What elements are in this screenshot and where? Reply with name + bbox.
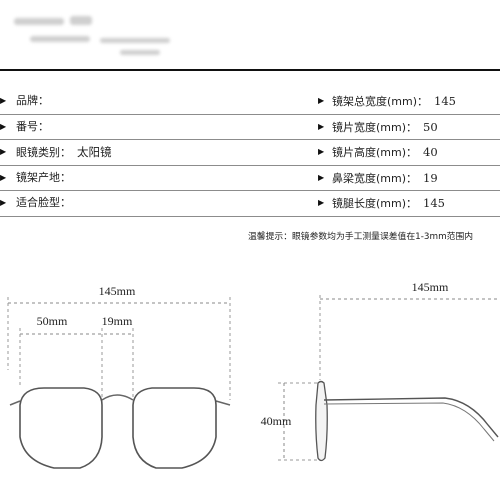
spec-value: 40 — [423, 145, 438, 159]
spec-value: 太阳镜 — [77, 145, 112, 159]
spec-row: ▶ 适合脸型： ▶ 镜腿长度(mm)： 145 — [0, 191, 500, 217]
blurred-header-text — [10, 8, 190, 58]
spec-table: ▶ 品牌： ▶ 镜架总宽度(mm)： 145 ▶ 番号： ▶ 镜片宽度(mm)： 50 ▶ 眼… — [0, 89, 500, 217]
arrow-icon: ▶ — [0, 147, 7, 156]
spec-label: 镜架产地： — [16, 170, 71, 184]
arrow-icon: ▶ — [318, 96, 325, 105]
bridge — [101, 394, 134, 401]
temple-arm-lower — [323, 402, 495, 442]
spec-row: ▶ 眼镜类别： 太阳镜 ▶ 镜片高度(mm)： 40 — [0, 140, 500, 166]
spec-label: 镜腿长度(mm)： — [332, 197, 418, 210]
spec-value: 50 — [423, 119, 438, 134]
arrow-icon: ▶ — [318, 121, 325, 131]
spec-left-cell: ▶ 眼镜类别： 太阳镜 — [0, 140, 112, 164]
front-view: 145mm 50mm 19mm — [7, 284, 231, 469]
spec-row: ▶ 镜架产地： ▶ 鼻梁宽度(mm)： 19 — [0, 166, 500, 191]
spec-right-cell: ▶ 镜片宽度(mm)： 50 — [318, 115, 438, 139]
spec-left-cell: ▶ 番号： — [0, 115, 55, 139]
spec-label: 番号： — [16, 119, 49, 133]
spec-left-cell: ▶ 品牌： — [0, 89, 55, 113]
bridge-width-label: 19mm — [102, 314, 133, 328]
spec-right-cell: ▶ 镜片高度(mm)： 40 — [318, 140, 438, 164]
left-lens — [19, 387, 103, 469]
spec-row: ▶ 品牌： ▶ 镜架总宽度(mm)： 145 — [0, 89, 500, 115]
arrow-icon: ▶ — [0, 172, 7, 182]
spec-label: 镜片宽度(mm)： — [332, 120, 418, 134]
spec-left-cell: ▶ 镜架产地： — [0, 166, 77, 190]
lens-width-label: 50mm — [37, 314, 68, 328]
spec-right-cell: ▶ 镜腿长度(mm)： 145 — [318, 191, 445, 215]
spec-value: 19 — [423, 170, 438, 185]
measurement-note: 温馨提示：眼镜参数均为手工测量误差值在1-3mm范围内 — [248, 232, 474, 242]
spec-label: 镜架总宽度(mm)： — [332, 95, 429, 108]
arrow-icon: ▶ — [318, 147, 325, 156]
temple-arm-upper — [323, 397, 499, 438]
arrow-icon: ▶ — [0, 198, 7, 207]
right-lens — [132, 387, 217, 469]
header-divider — [0, 69, 500, 71]
spec-label: 鼻梁宽度(mm)： — [332, 171, 418, 185]
side-view: 145mm 40mm — [261, 280, 500, 462]
spec-value: 145 — [423, 196, 445, 210]
spec-right-cell: ▶ 镜架总宽度(mm)： 145 — [318, 89, 456, 113]
arrow-icon: ▶ — [0, 96, 7, 105]
spec-row: ▶ 番号： ▶ 镜片宽度(mm)： 50 — [0, 115, 500, 140]
glasses-dimension-diagram: 145mm 50mm 19mm 145mm 40mm — [7, 280, 500, 469]
spec-right-cell: ▶ 鼻梁宽度(mm)： 19 — [318, 166, 438, 190]
lens-height-label: 40mm — [261, 414, 292, 428]
spec-label: 品牌： — [16, 94, 49, 107]
arrow-icon: ▶ — [318, 172, 325, 182]
arrow-icon: ▶ — [0, 121, 7, 131]
spec-left-cell: ▶ 适合脸型： — [0, 191, 77, 215]
arrow-icon: ▶ — [318, 198, 325, 207]
spec-label: 镜片高度(mm)： — [332, 146, 418, 159]
left-temple-stub — [9, 400, 21, 406]
spec-value: 145 — [434, 94, 456, 108]
spec-label: 适合脸型： — [16, 196, 71, 209]
side-lens-profile — [315, 380, 328, 462]
right-temple-stub — [215, 400, 231, 406]
total-width-label: 145mm — [99, 284, 136, 298]
spec-label: 眼镜类别： — [16, 146, 71, 159]
temple-length-label: 145mm — [412, 280, 449, 294]
